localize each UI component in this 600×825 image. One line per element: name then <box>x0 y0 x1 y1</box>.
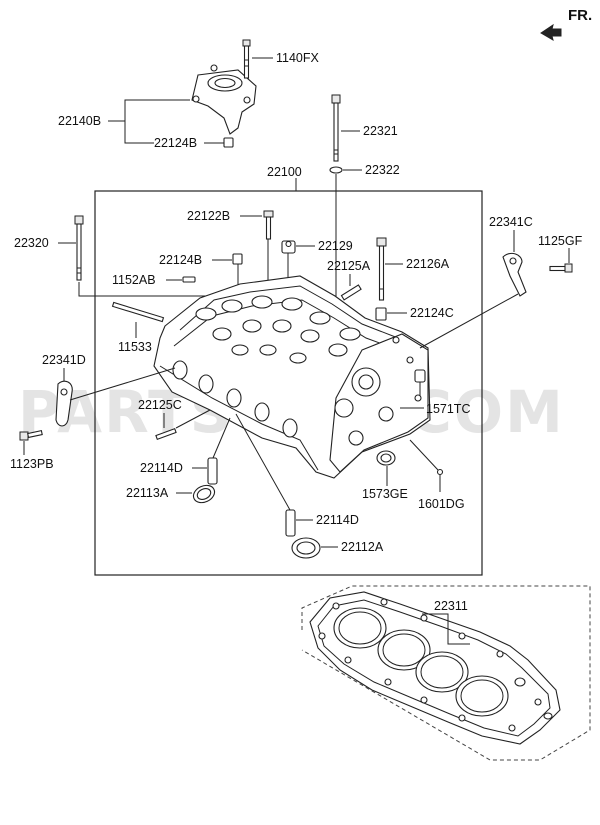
label-22124B-mid: 22124B <box>159 253 202 267</box>
label-1140FX: 1140FX <box>276 51 320 65</box>
label-22100: 22100 <box>267 165 302 179</box>
bolt-1123PB <box>19 429 43 441</box>
label-1152AB: 1152AB <box>112 273 156 287</box>
plug-1152AB <box>182 276 196 283</box>
gasket-boundary-dashed <box>301 585 591 761</box>
label-11533: 11533 <box>118 340 152 354</box>
label-22122B: 22122B <box>187 209 230 223</box>
engine-hanger-22341D <box>55 380 73 427</box>
leader-22341D-attach <box>69 367 176 401</box>
plug-1601DG <box>436 468 444 476</box>
valve-seat-22112A <box>291 537 321 559</box>
stud-11533 <box>111 301 165 323</box>
label-1123PB: 1123PB <box>10 457 54 471</box>
label-22114D-a: 22114D <box>140 461 183 475</box>
plug-1573GE <box>376 450 396 466</box>
cylinder-head-22100 <box>153 275 431 479</box>
label-22129: 22129 <box>318 239 353 253</box>
label-22126A: 22126A <box>406 257 450 271</box>
label-22124C: 22124C <box>410 306 454 320</box>
dowel-22124B-top <box>223 137 234 148</box>
bolt-22122B <box>263 210 274 240</box>
valve-guide-22114D-a <box>207 457 218 485</box>
label-22125A: 22125A <box>327 259 371 273</box>
front-direction-indicator: FR. <box>540 7 592 42</box>
label-22114D-b: 22114D <box>316 513 359 527</box>
engine-hanger-22341C <box>502 252 527 297</box>
bolt-22126A <box>376 237 387 301</box>
label-22112A: 22112A <box>341 540 384 554</box>
label-22341C: 22341C <box>489 215 533 229</box>
plug-1571TC <box>414 369 426 383</box>
leader-1601DG-attach <box>409 439 439 471</box>
label-22320: 22320 <box>14 236 49 250</box>
assembly-frame <box>94 190 483 576</box>
label-22125C: 22125C <box>138 398 182 412</box>
washer-22322 <box>329 166 343 174</box>
label-1601DG: 1601DG <box>418 497 465 511</box>
dowel-22124B-mid <box>232 253 243 265</box>
valve-guide-22114D-b <box>285 509 296 537</box>
dowel-22124C <box>375 307 387 321</box>
leader-22114D-b-attach <box>235 413 291 511</box>
stud-22125C <box>155 427 177 441</box>
label-22341D: 22341D <box>42 353 86 367</box>
leader-22311 <box>422 613 470 645</box>
front-direction-label: FR. <box>568 7 592 24</box>
cam-bracket-22140B <box>191 64 257 135</box>
engine-hanger-22341C-hole <box>509 257 517 265</box>
label-22140B: 22140B <box>58 114 101 128</box>
bolt-22320 <box>74 215 84 281</box>
leader-22341C-attach <box>419 293 519 349</box>
stud-22125A <box>340 284 362 301</box>
label-22322: 22322 <box>365 163 400 177</box>
cap-22129 <box>281 240 296 254</box>
label-1125GF: 1125GF <box>538 234 583 248</box>
front-direction-arrow-icon <box>540 23 562 42</box>
leader-22114D-a-attach <box>212 417 231 459</box>
valve-stem-seal-22113A <box>192 484 216 504</box>
engine-hanger-22341D-hole <box>60 388 68 396</box>
label-22321: 22321 <box>363 124 398 138</box>
bolt-1125GF <box>549 263 573 273</box>
leader-22320-drop <box>78 282 208 297</box>
leader-22125C-attach <box>175 409 211 429</box>
head-gasket-22311 <box>309 591 561 745</box>
label-22311: 22311 <box>434 599 468 613</box>
label-1571TC: 1571TC <box>426 402 470 416</box>
label-1573GE: 1573GE <box>362 487 408 501</box>
label-22124B-top: 22124B <box>154 136 197 150</box>
label-22113A: 22113A <box>126 486 169 500</box>
bolt-22321 <box>331 94 341 162</box>
bolt-1140FX <box>242 39 251 79</box>
